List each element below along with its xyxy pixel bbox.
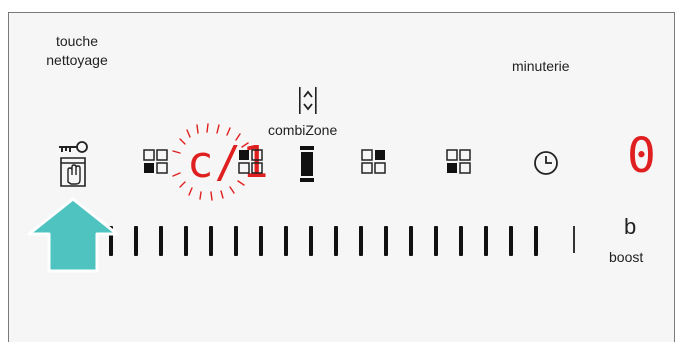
slider-segment[interactable]	[184, 226, 188, 256]
slider-segment[interactable]	[159, 226, 163, 256]
clock-icon[interactable]	[531, 148, 561, 183]
cooking-zone-1-indicator[interactable]	[143, 149, 169, 180]
slider-segment[interactable]	[409, 226, 413, 256]
timer-label: minuterie	[512, 58, 570, 74]
slider-segment[interactable]	[384, 226, 388, 256]
combizone-label: combiZone	[268, 122, 338, 138]
slider-segment[interactable]	[359, 226, 363, 256]
key-lock-icon[interactable]	[56, 139, 90, 160]
cleaning-touch-label: touche nettoyage	[27, 32, 127, 70]
slider-end-marker	[573, 226, 575, 253]
slider-segment[interactable]	[284, 226, 288, 256]
combizone-indicator[interactable]	[297, 145, 317, 190]
flashing-rays	[165, 121, 261, 210]
hand-wipe-icon[interactable]	[59, 156, 89, 193]
slider-segment[interactable]	[234, 226, 238, 256]
slider-segment[interactable]	[334, 226, 338, 256]
slider-segment[interactable]	[134, 226, 138, 256]
slider-segment[interactable]	[109, 226, 113, 256]
boost-label: boost	[609, 249, 644, 265]
combizone-icon[interactable]	[297, 86, 319, 121]
timer-display-digit: 0	[627, 128, 656, 184]
slider-segment[interactable]	[259, 226, 263, 256]
up-arrow-indicator	[25, 196, 121, 281]
boost-letter[interactable]: b	[624, 214, 637, 239]
slider-segment[interactable]	[209, 226, 213, 256]
cooking-zone-4-indicator[interactable]	[446, 149, 472, 180]
slider-segment[interactable]	[459, 226, 463, 256]
cooking-zone-2-indicator[interactable]	[238, 149, 264, 180]
cooktop-control-panel: touche nettoyage minuterie combiZone	[8, 12, 675, 342]
slider-segment[interactable]	[509, 226, 513, 256]
cleaning-touch-label-line1: touche	[55, 33, 99, 49]
slider-segment[interactable]	[534, 226, 538, 256]
cleaning-touch-label-line2: nettoyage	[46, 52, 108, 68]
slider-segment[interactable]	[434, 226, 438, 256]
cooking-zone-3-indicator[interactable]	[361, 149, 387, 180]
slider-segment[interactable]	[309, 226, 313, 256]
slider-segment[interactable]	[484, 226, 488, 256]
